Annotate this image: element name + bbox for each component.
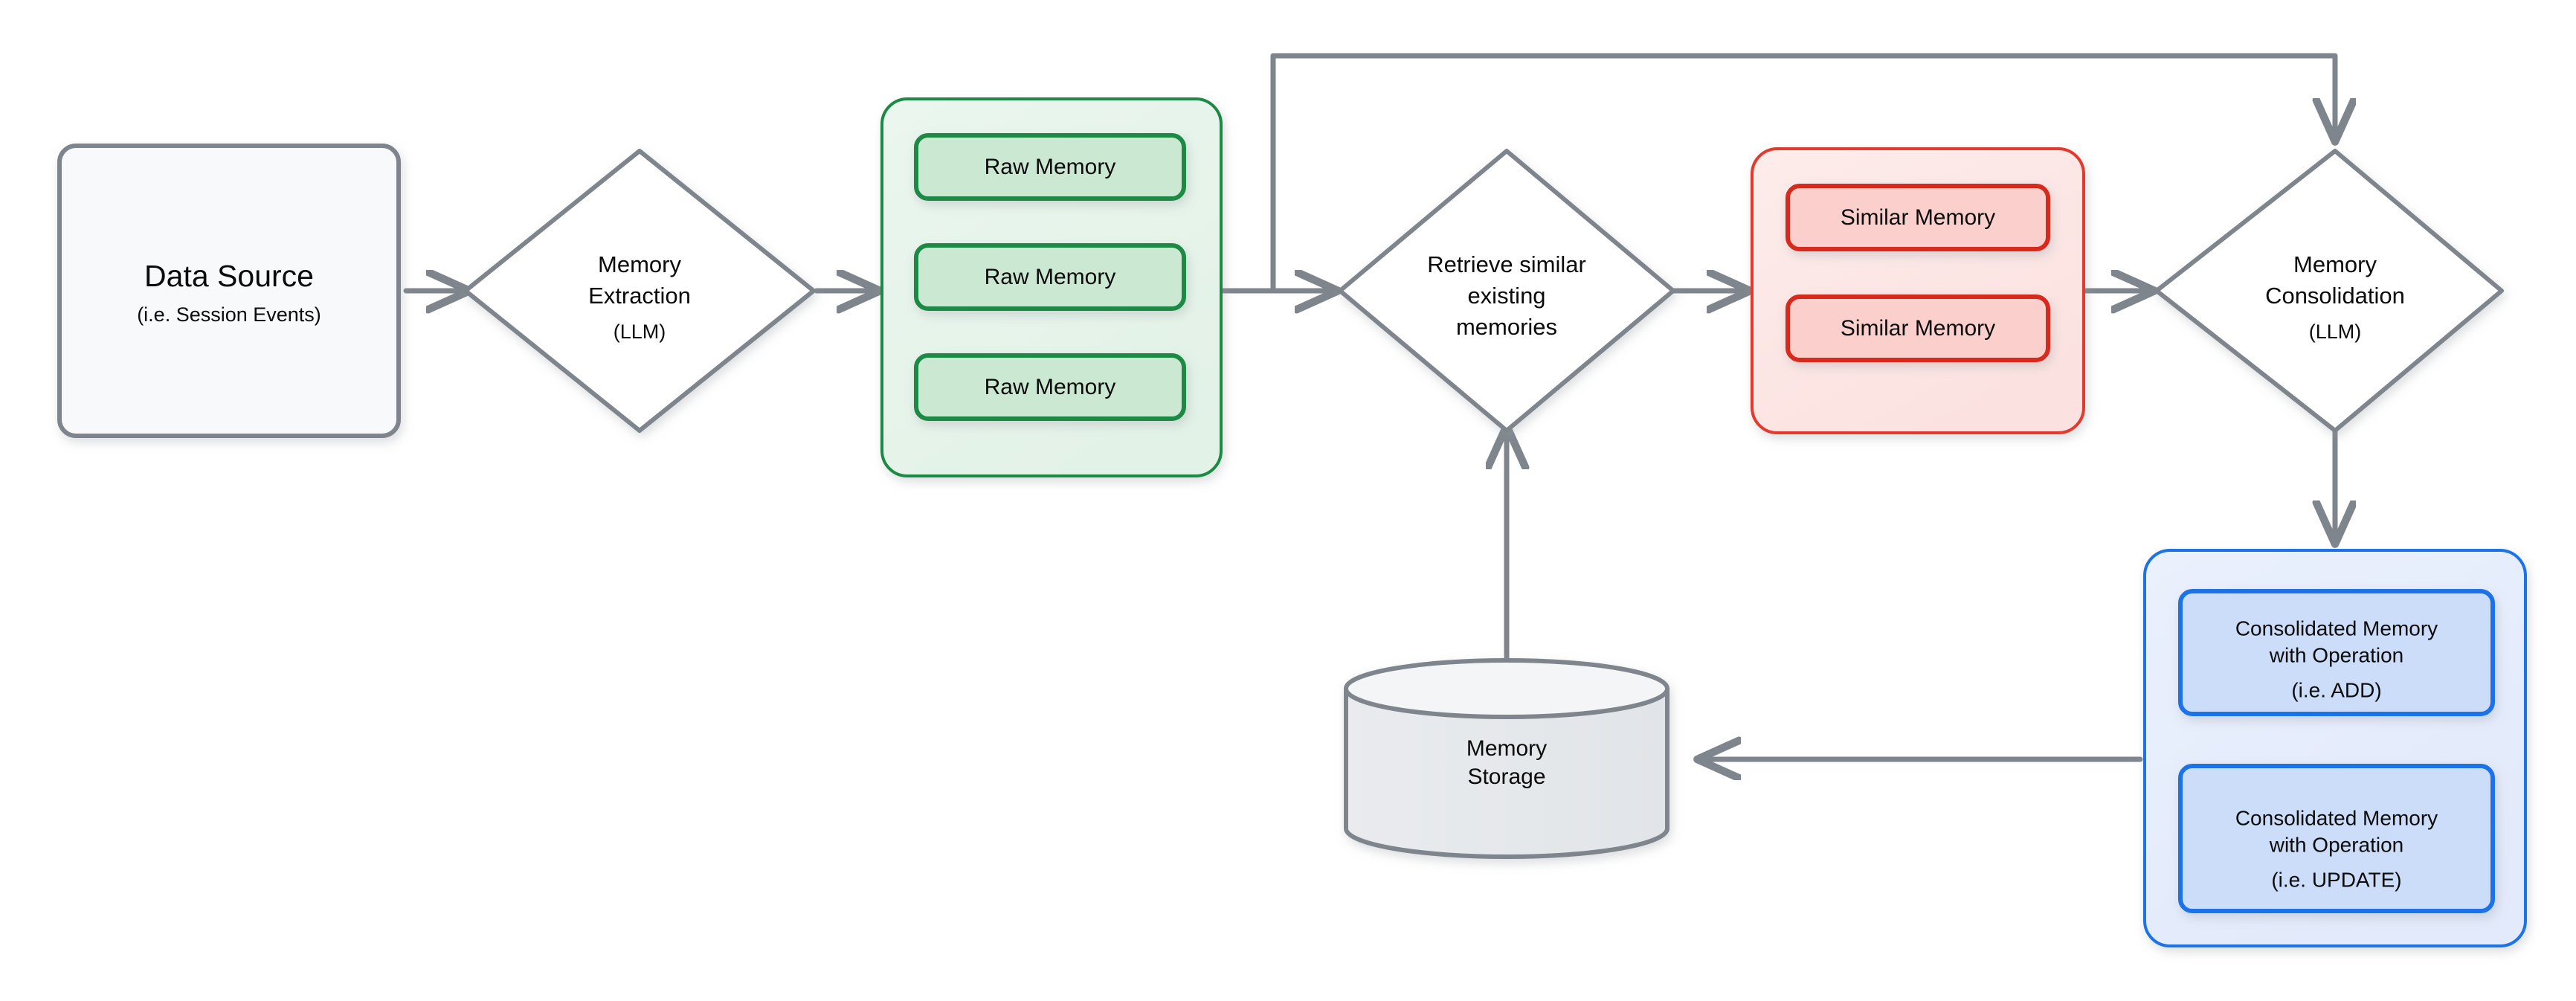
raw-memory-chip-3[interactable]: Raw Memory — [914, 353, 1186, 421]
consolidated-memory-chip-update[interactable]: Consolidated Memory with Operation (i.e.… — [2178, 764, 2495, 913]
edge-raw-memory-to-memory-consolidation-loop — [1270, 53, 2335, 294]
memory-consolidation-line3: (LLM) — [2309, 321, 2362, 343]
raw-memory-chip-3-label: Raw Memory — [985, 375, 1116, 399]
raw-memory-chip-1-shape — [914, 133, 1186, 201]
retrieve-similar-line3: memories — [1456, 314, 1557, 340]
memory-consolidation-line2: Consolidation — [2265, 283, 2405, 309]
memory-storage-line1: Memory — [1466, 736, 1547, 761]
consolidated-memory-chip-add-line1: Consolidated Memory — [2235, 617, 2438, 640]
memory-storage-shape — [1344, 658, 1669, 859]
similar-memory-chip-1[interactable]: Similar Memory — [1786, 184, 2050, 251]
node-memory-storage[interactable]: Memory Storage — [1344, 658, 1669, 859]
similar-memory-chip-2-shape — [1786, 294, 2050, 362]
group-similar-memory: Similar Memory Similar Memory — [1751, 147, 2085, 434]
consolidated-memory-chip-add-line3: (i.e. ADD) — [2291, 678, 2381, 701]
memory-extraction-line3: (LLM) — [614, 321, 666, 343]
data-source-title: Data Source — [144, 259, 314, 293]
similar-memory-chip-2-label: Similar Memory — [1841, 316, 1995, 341]
raw-memory-chip-2[interactable]: Raw Memory — [914, 243, 1186, 311]
consolidated-memory-chip-update-shape — [2178, 764, 2495, 913]
data-source-shape — [57, 144, 401, 438]
consolidated-memory-chip-update-line3: (i.e. UPDATE) — [2271, 868, 2401, 891]
memory-extraction-shape — [463, 149, 816, 433]
similar-memory-chip-2[interactable]: Similar Memory — [1786, 294, 2050, 362]
node-retrieve-similar[interactable]: Retrieve similar existing memories — [1338, 149, 1675, 433]
consolidated-memory-chip-update-line2: with Operation — [2269, 833, 2404, 856]
similar-memory-chip-1-label: Similar Memory — [1841, 205, 1995, 230]
memory-storage-line2: Storage — [1467, 765, 1545, 789]
retrieve-similar-line1: Retrieve similar — [1427, 251, 1586, 277]
edge-layer — [403, 53, 2335, 759]
retrieve-similar-line2: existing — [1467, 283, 1545, 309]
raw-memory-chip-1[interactable]: Raw Memory — [914, 133, 1186, 201]
memory-consolidation-line1: Memory — [2293, 251, 2377, 277]
node-memory-extraction[interactable]: Memory Extraction (LLM) — [463, 149, 816, 433]
raw-memory-chip-2-label: Raw Memory — [985, 265, 1116, 289]
node-data-source[interactable]: Data Source (i.e. Session Events) — [57, 144, 401, 438]
group-consolidated-memory: Consolidated Memory with Operation (i.e.… — [2143, 549, 2527, 947]
node-memory-consolidation[interactable]: Memory Consolidation (LLM) — [2154, 149, 2504, 433]
memory-consolidation-shape — [2154, 149, 2504, 433]
similar-memory-chip-1-shape — [1786, 184, 2050, 251]
memory-extraction-line1: Memory — [598, 251, 681, 277]
retrieve-similar-shape — [1338, 149, 1675, 433]
data-source-subtitle: (i.e. Session Events) — [137, 303, 321, 326]
consolidated-memory-chip-add-line2: with Operation — [2269, 643, 2404, 666]
consolidated-memory-chip-update-line1: Consolidated Memory — [2235, 806, 2438, 829]
consolidated-memory-chip-add[interactable]: Consolidated Memory with Operation (i.e.… — [2178, 589, 2495, 716]
group-raw-memory: Raw Memory Raw Memory Raw Memory — [880, 97, 1223, 477]
consolidated-memory-chip-add-shape — [2178, 589, 2495, 716]
raw-memory-chip-2-shape — [914, 243, 1186, 311]
raw-memory-chip-1-label: Raw Memory — [985, 155, 1116, 179]
memory-extraction-line2: Extraction — [588, 283, 691, 309]
raw-memory-chip-3-shape — [914, 353, 1186, 421]
